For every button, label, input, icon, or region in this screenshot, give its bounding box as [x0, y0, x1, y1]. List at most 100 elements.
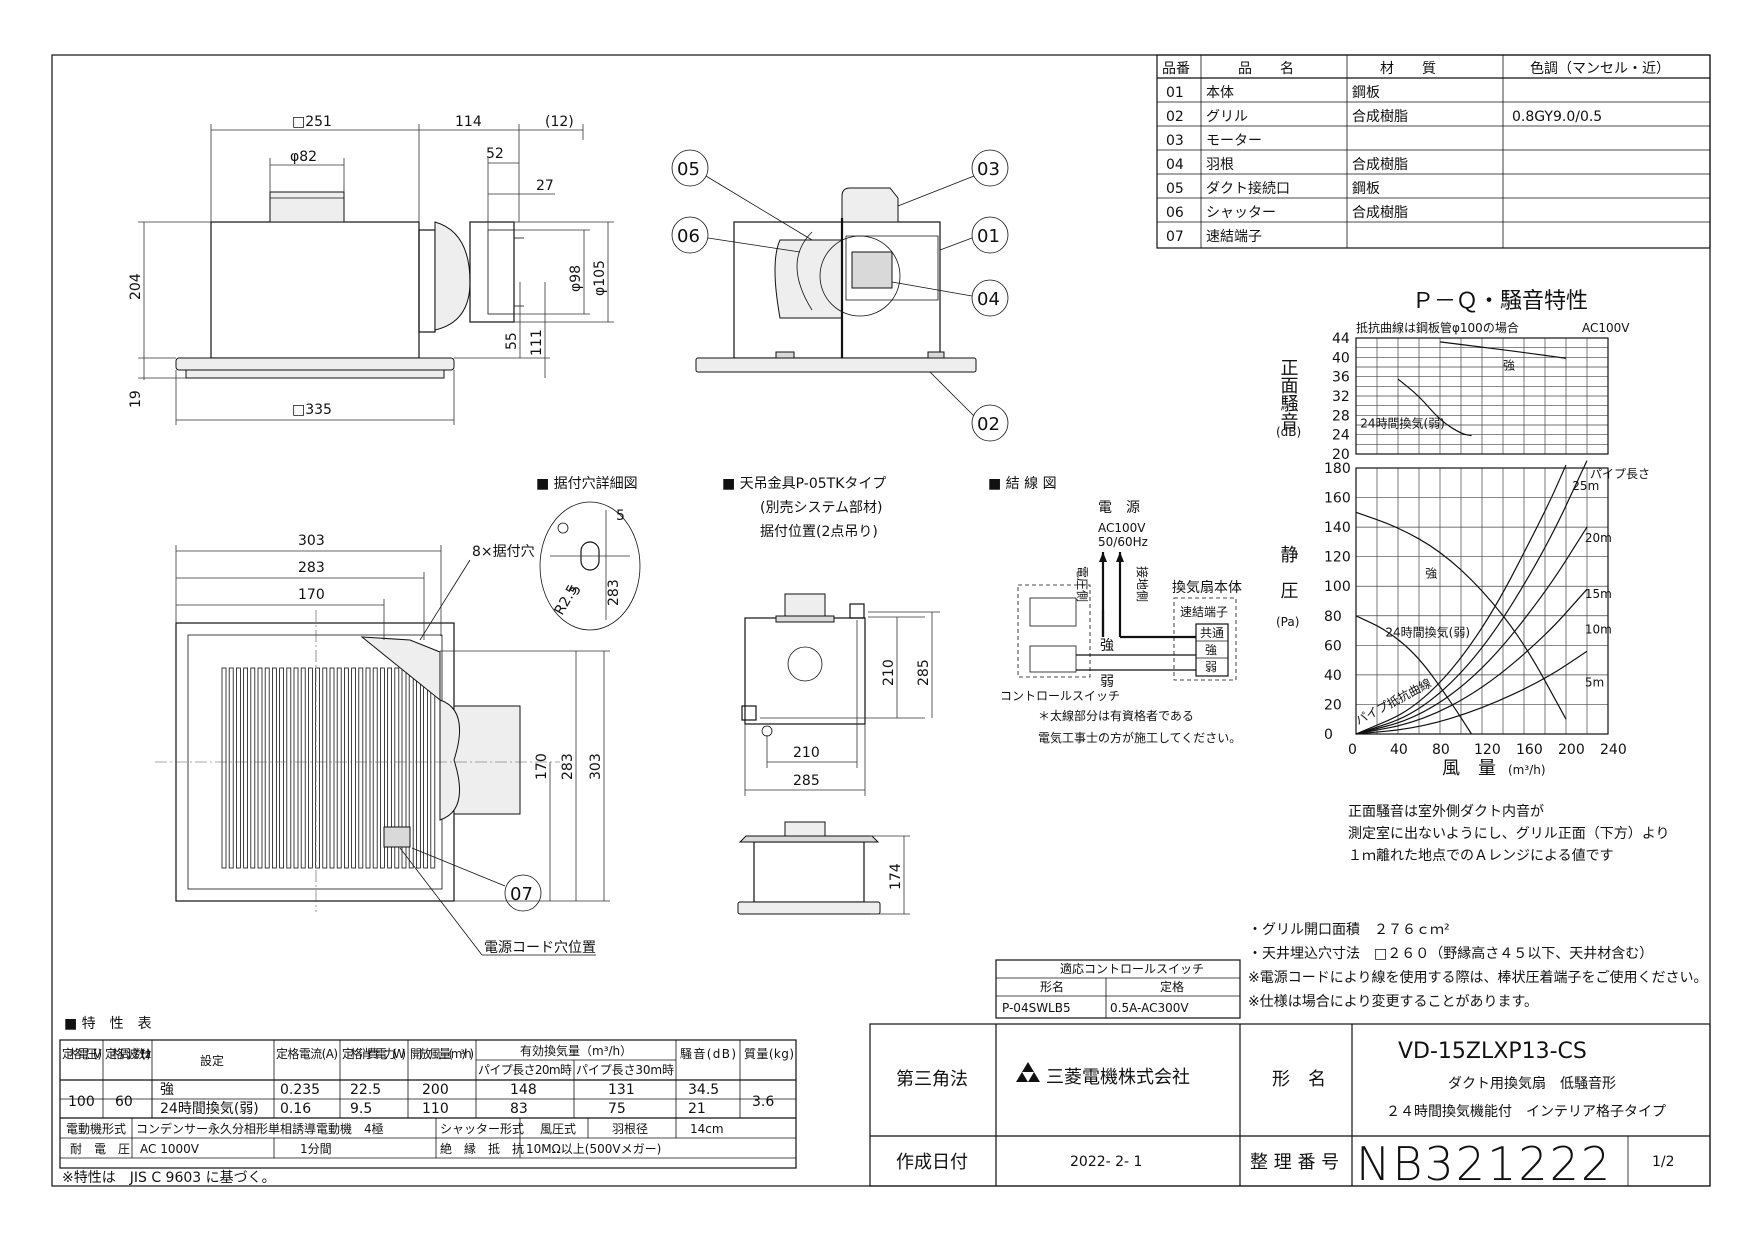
spec-cell-p30: 131: [608, 1082, 635, 1098]
spec-blade: 14cm: [690, 1122, 724, 1136]
spec-h-pipe30: パイプ長さ30m時: [576, 1063, 674, 1077]
hanger-view: 210 285 210 285 174: [737, 593, 940, 915]
spec-cell-current: 0.235: [280, 1082, 320, 1098]
callout-07: 07: [510, 884, 533, 905]
xtick: 80: [1432, 742, 1450, 758]
wiring-switch: コントロールスイッチ: [1000, 689, 1120, 703]
title-hanger: ■ 天吊金具P-05TKタイプ: [722, 476, 886, 492]
company-logo: [1016, 1062, 1040, 1082]
xtick: 240: [1600, 742, 1627, 758]
measure-note-1: 正面騒音は室外側ダクト内音が: [1348, 803, 1544, 820]
resistance-label: 15m: [1585, 587, 1612, 601]
pressure-ytick: 180: [1324, 461, 1351, 477]
hanger-dim-285v: 285: [916, 659, 932, 686]
chart-voltage: AC100V: [1582, 321, 1630, 335]
noise-series-line: [1439, 341, 1567, 359]
hanger-dim-174: 174: [888, 863, 904, 890]
xtick: 120: [1474, 742, 1501, 758]
measure-note-2: 測定室に出ないようにし、グリル正面（下方）より: [1348, 825, 1669, 842]
wiring-diagram: 電 源 AC100V 50/60Hz 電圧側 接地側 換気扇本体 速結端子 共通…: [1000, 500, 1242, 745]
company-name: 三菱電機株式会社: [1046, 1067, 1190, 1088]
xtick: 0: [1348, 742, 1357, 758]
spec-cell-p20: 148: [510, 1082, 537, 1098]
dim-55: 55: [504, 332, 520, 350]
grille-slat: [365, 667, 371, 869]
model-desc1: ダクト用換気扇 低騒音形: [1448, 1075, 1616, 1092]
chart-title: Ｐ－Ｑ・騒音特性: [1412, 289, 1588, 314]
parts-cell: 03: [1166, 133, 1184, 149]
spec-footnote: ※特性は JIS C 9603 に基づく。: [62, 1169, 276, 1186]
spec-cell-p30: 75: [608, 1101, 626, 1117]
noise-ytick: 20: [1332, 447, 1350, 463]
date-value: 2022- 2- 1: [1070, 1154, 1142, 1170]
plan-dim-v170: 170: [534, 753, 550, 780]
callout-06: 06: [677, 226, 700, 247]
plan-holes-label: 8×据付穴: [472, 544, 535, 560]
note-2: ・天井埋込穴寸法 □２６０（野縁高さ４５以下、天井材含む）: [1248, 945, 1653, 962]
dim-phi105: φ105: [592, 260, 608, 296]
wiring-terminal-common: 共通: [1200, 626, 1224, 640]
title-hanger-sub2: 据付位置(2点吊り): [760, 524, 878, 540]
grille-slat: [271, 667, 277, 869]
dim-114: 114: [455, 114, 482, 130]
note-4: ※仕様は場合により変更することがあります。: [1248, 993, 1538, 1010]
parts-cell: 06: [1166, 205, 1184, 221]
spec-withstand-label: 耐 電 圧: [70, 1142, 130, 1156]
xtick: 200: [1558, 742, 1585, 758]
grille-slat: [329, 667, 335, 869]
pressure-frame: [1355, 467, 1609, 735]
plan-dim-303: 303: [298, 533, 325, 549]
grille-slat: [322, 667, 328, 869]
plan-view: 303 283 170 8×据付穴 170 283 303 電源コード穴位置: [155, 533, 610, 956]
grille-slat: [336, 667, 342, 869]
measure-note: 正面騒音は室外側ダクト内音が 測定室に出ないようにし、グリル正面（下方）より １…: [1348, 803, 1669, 864]
spec-h-mass: 質量(kg): [744, 1046, 794, 1061]
parts-cell: 本体: [1206, 85, 1234, 101]
noise-frame: [1355, 337, 1609, 455]
pressure-ytick: 160: [1324, 491, 1351, 507]
model-desc2: ２４時間換気機能付 インテリア格子タイプ: [1386, 1104, 1666, 1120]
wiring-power: 電 源: [1098, 500, 1140, 516]
plan-dim-v303: 303: [588, 753, 604, 780]
pressure-ytick: 0: [1324, 727, 1333, 743]
title-block: 第三角法 三菱電機株式会社 形 名 VD-15ZLXP13-CS ダクト用換気扇…: [869, 1023, 1711, 1191]
page-number: 1/2: [1652, 1154, 1675, 1170]
spec-cell-open: 110: [422, 1101, 449, 1117]
parts-cell: 07: [1166, 229, 1184, 245]
grille-slat: [358, 667, 364, 869]
switch-table: 適応コントロールスイッチ 形名 定格 P-04SWLB5 0.5A-AC300V: [995, 959, 1241, 1019]
resistance-label: 5m: [1585, 676, 1604, 690]
grille-slat: [379, 667, 385, 869]
callout-04: 04: [977, 289, 1000, 310]
spec-motor: コンデンサー永久分相形単相誘導電動機 4極: [136, 1121, 384, 1136]
resistance-curve: [1355, 588, 1588, 735]
grille-slat: [423, 667, 429, 869]
chart-pressure-yunit: (Pa): [1276, 615, 1299, 629]
dim-204: 204: [128, 273, 144, 300]
spec-mass: 3.6: [752, 1094, 774, 1110]
noise-label-strong: 強: [1503, 358, 1515, 372]
grille-slat: [228, 667, 234, 869]
spec-h-frequency: 定格周波数(Hz): [105, 1046, 151, 1061]
chart-xlabel: 風 量: [1442, 758, 1496, 779]
parts-cell: ダクト接続口: [1206, 180, 1290, 197]
noise-ytick: 36: [1332, 370, 1350, 386]
pressure-ytick: 60: [1324, 638, 1342, 654]
resistance-label: 10m: [1585, 623, 1612, 637]
parts-cell: 速結端子: [1206, 229, 1262, 245]
spec-h-noise: 騒音(dB): [680, 1046, 736, 1061]
spec-motor-label: 電動機形式: [66, 1121, 126, 1136]
pressure-ytick: 100: [1324, 579, 1351, 595]
resistance-curve: [1355, 650, 1588, 735]
resistance-curve-label: パイプ抵抗曲線: [1352, 675, 1433, 728]
parts-header-material: 材 質: [1380, 61, 1436, 77]
spec-cell-noise: 21: [688, 1101, 706, 1117]
spec-h-pipe20: パイプ長さ20m時: [478, 1063, 572, 1077]
parts-cell: 鋼板: [1352, 181, 1380, 197]
wiring-strong: 強: [1100, 638, 1114, 654]
spec-cell-power: 22.5: [350, 1082, 381, 1098]
hole-dim-5a: 5: [616, 508, 625, 524]
wiring-ground-side: 接地側: [1135, 566, 1150, 602]
